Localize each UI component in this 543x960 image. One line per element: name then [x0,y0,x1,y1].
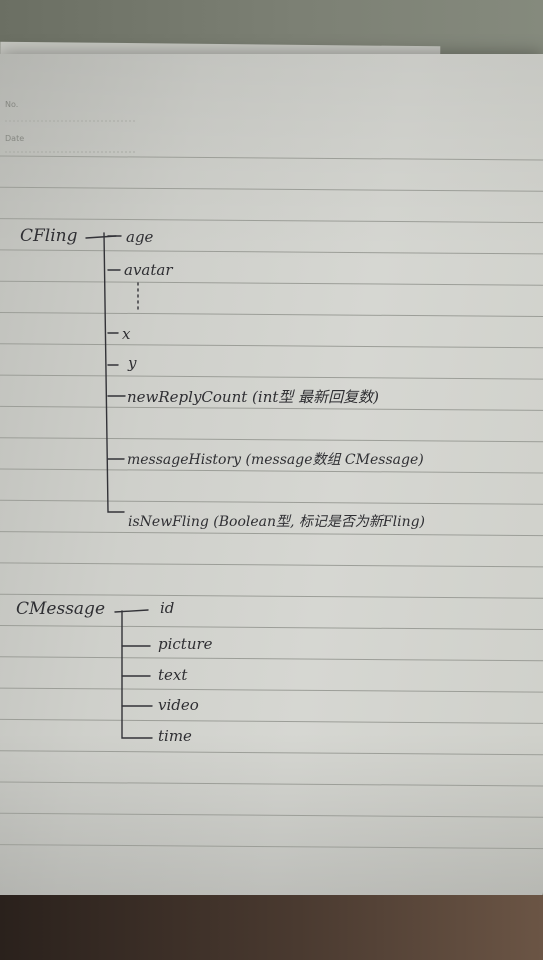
desk-surface [0,895,543,960]
cfling-field-message-history: messageHistory (message数组 CMessage) [127,452,424,468]
cmessage-class-name: CMessage [16,599,106,619]
cfling-field-avatar: avatar [124,261,173,279]
cmessage-field-video: video [158,696,199,714]
ruled-line [0,218,543,224]
ruled-line [0,844,543,850]
ruled-line [0,312,543,317]
ruled-line [0,531,543,537]
ruled-line [0,468,543,474]
cmessage-field-time: time [158,727,192,745]
ruled-line [0,687,543,693]
ruled-line [0,499,543,505]
cfling-field-is-new-fling: isNewFling (Boolean型, 标记是否为新Fling) [128,514,426,530]
ruled-line [0,562,543,568]
ruled-line [0,374,543,380]
cmessage-field-text: text [158,666,188,684]
ruled-line [0,750,543,756]
ruled-line [0,186,543,192]
cfling-field-age: age [126,228,154,246]
cfling-field-new-reply-count: newReplyCount (int型 最新回复数) [127,388,380,406]
cfling-field-y: y [128,354,137,372]
ruled-line [0,280,543,286]
ruled-line [0,437,543,443]
ruled-line [0,625,543,630]
cmessage-field-id: id [160,599,175,617]
cfling-field-x: x [122,325,131,343]
ruled-line [0,155,543,161]
cmessage-field-picture: picture [158,635,213,653]
ruled-line [0,812,543,818]
ruled-line [0,656,543,662]
ruled-line [0,718,543,724]
ruled-line [0,405,543,411]
ruled-line [0,781,543,787]
ruled-line [0,343,543,349]
ruled-line [0,593,543,599]
notebook-page: No. Date [0,54,543,902]
ruled-line [0,249,543,255]
cfling-class-name: CFling [20,226,78,246]
